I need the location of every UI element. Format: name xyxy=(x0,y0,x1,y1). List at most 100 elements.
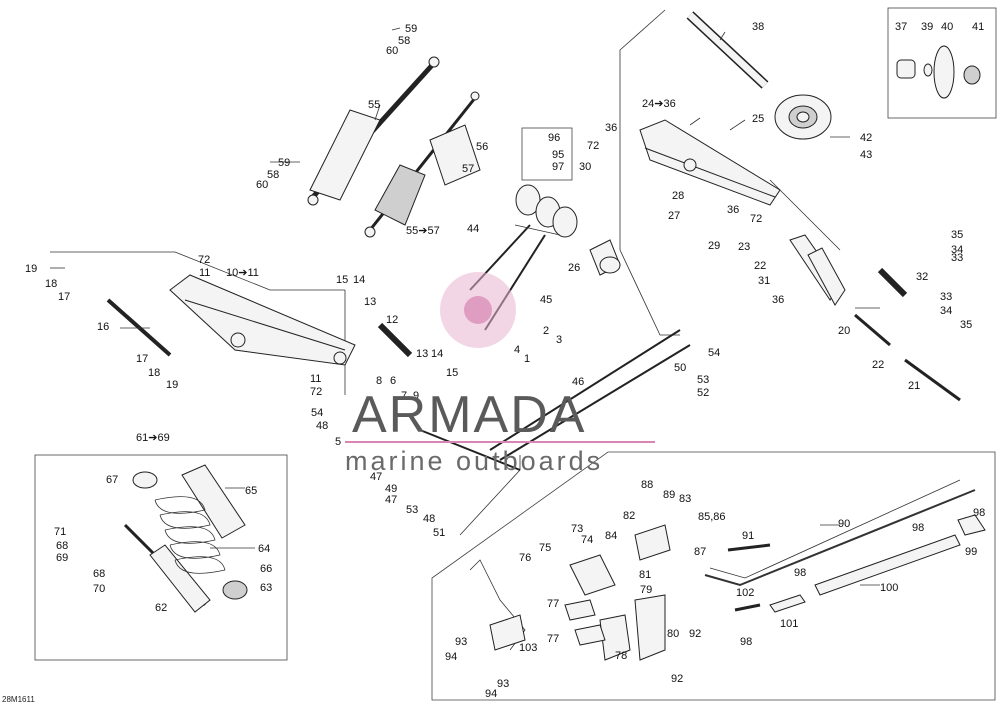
part-label: 24➔36 xyxy=(642,98,676,110)
part-label: 27 xyxy=(668,210,680,222)
part-label: 98 xyxy=(794,567,806,579)
part-label: 42 xyxy=(860,132,872,144)
part-label: 98 xyxy=(912,522,924,534)
part-label: 10➔11 xyxy=(226,267,259,279)
part-label: 7 xyxy=(401,390,407,402)
part-label: 19 xyxy=(166,379,178,391)
control-kit-parts xyxy=(469,479,986,661)
part-label: 82 xyxy=(623,510,635,522)
shock-55 xyxy=(307,56,440,206)
part-label: 52 xyxy=(697,387,709,399)
part-label: 37 xyxy=(895,21,907,33)
part-label: 5 xyxy=(335,436,341,448)
watermark-brand: ARMADA xyxy=(352,386,586,444)
watermark-tagline: marine outboards xyxy=(345,446,603,476)
part-label: 68 xyxy=(93,568,105,580)
part-label: 13 xyxy=(416,348,428,360)
part-label: 77 xyxy=(547,598,559,610)
part-label: 33 xyxy=(940,291,952,303)
part-label: 95 xyxy=(552,149,564,161)
part-label: 92 xyxy=(689,628,701,640)
part-label: 35 xyxy=(960,319,972,331)
part-label: 55 xyxy=(368,99,380,111)
part-label: 60 xyxy=(256,179,268,191)
rail-46 xyxy=(419,329,691,471)
part-label: 36 xyxy=(605,122,617,134)
part-label: 20 xyxy=(838,325,850,337)
part-label: 54 xyxy=(311,407,323,419)
tube-32 xyxy=(877,267,908,298)
part-label: 102 xyxy=(736,587,754,599)
guide-line xyxy=(619,9,666,250)
wheel-40 xyxy=(774,94,832,140)
part-label: 94 xyxy=(445,651,457,663)
part-label: 72 xyxy=(587,140,599,152)
part-label: 63 xyxy=(260,582,272,594)
part-label: 92 xyxy=(671,673,683,685)
part-label: 41 xyxy=(972,21,984,33)
shaft-16 xyxy=(106,298,172,357)
part-label: 34 xyxy=(951,244,963,256)
part-label: 61➔69 xyxy=(136,432,170,444)
watermark: ARMADA marine outboards xyxy=(345,272,655,476)
part-label: 44 xyxy=(467,223,479,235)
part-label: 15 xyxy=(446,367,458,379)
part-label: 11 xyxy=(199,267,210,279)
part-label: 78 xyxy=(615,650,627,662)
part-label: 18 xyxy=(148,367,160,379)
part-label: 45 xyxy=(540,294,552,306)
part-label: 47 xyxy=(385,494,397,506)
plates-31 xyxy=(789,234,846,306)
part-label: 6 xyxy=(390,375,396,387)
part-label: 69 xyxy=(56,552,68,564)
part-label: 72 xyxy=(198,254,210,266)
part-label: 14 xyxy=(353,274,365,286)
part-label: 59 xyxy=(405,23,417,35)
part-label: 32 xyxy=(916,271,928,283)
part-label: 26 xyxy=(568,262,580,274)
wheel-detail-frame xyxy=(887,7,997,119)
part-label: 13 xyxy=(364,296,376,308)
part-label: 51 xyxy=(433,527,445,539)
tube-12 xyxy=(377,322,413,358)
part-label: 85,86 xyxy=(698,511,726,523)
part-label: 67 xyxy=(106,474,118,486)
part-label: 98 xyxy=(973,507,985,519)
arm-24-36 xyxy=(639,119,781,206)
guide-line xyxy=(50,251,345,291)
part-label: 48 xyxy=(423,513,435,525)
part-label: 23 xyxy=(738,241,750,253)
part-label: 30 xyxy=(579,161,591,173)
part-label: 93 xyxy=(497,678,509,690)
part-label: 50 xyxy=(674,362,686,374)
part-label: 49 xyxy=(385,483,397,495)
part-label: 64 xyxy=(258,543,270,555)
guide-line xyxy=(619,249,680,336)
part-label: 58 xyxy=(398,35,410,47)
part-label: 74 xyxy=(581,534,593,546)
part-label: 89 xyxy=(663,489,675,501)
part-label: 65 xyxy=(245,485,257,497)
part-label: 40 xyxy=(941,21,953,33)
axle-38 xyxy=(686,11,769,89)
part-label: 38 xyxy=(752,21,764,33)
part-label: 39 xyxy=(921,21,933,33)
part-label: 83 xyxy=(679,493,691,505)
part-label: 17 xyxy=(136,353,148,365)
part-label: 90 xyxy=(838,518,850,530)
part-label: 84 xyxy=(605,530,617,542)
part-label: 99 xyxy=(965,546,977,558)
part-label: 87 xyxy=(694,546,706,558)
part-label: 29 xyxy=(708,240,720,252)
part-label: 28 xyxy=(672,190,684,202)
part-label: 93 xyxy=(455,636,467,648)
part-label: 2 xyxy=(543,325,549,337)
shock-kit-frame xyxy=(34,454,288,661)
part-label: 21 xyxy=(908,380,920,392)
part-label: 68 xyxy=(56,540,68,552)
part-label: 18 xyxy=(45,278,57,290)
part-label: 91 xyxy=(742,530,754,542)
part-label: 47 xyxy=(370,471,382,483)
